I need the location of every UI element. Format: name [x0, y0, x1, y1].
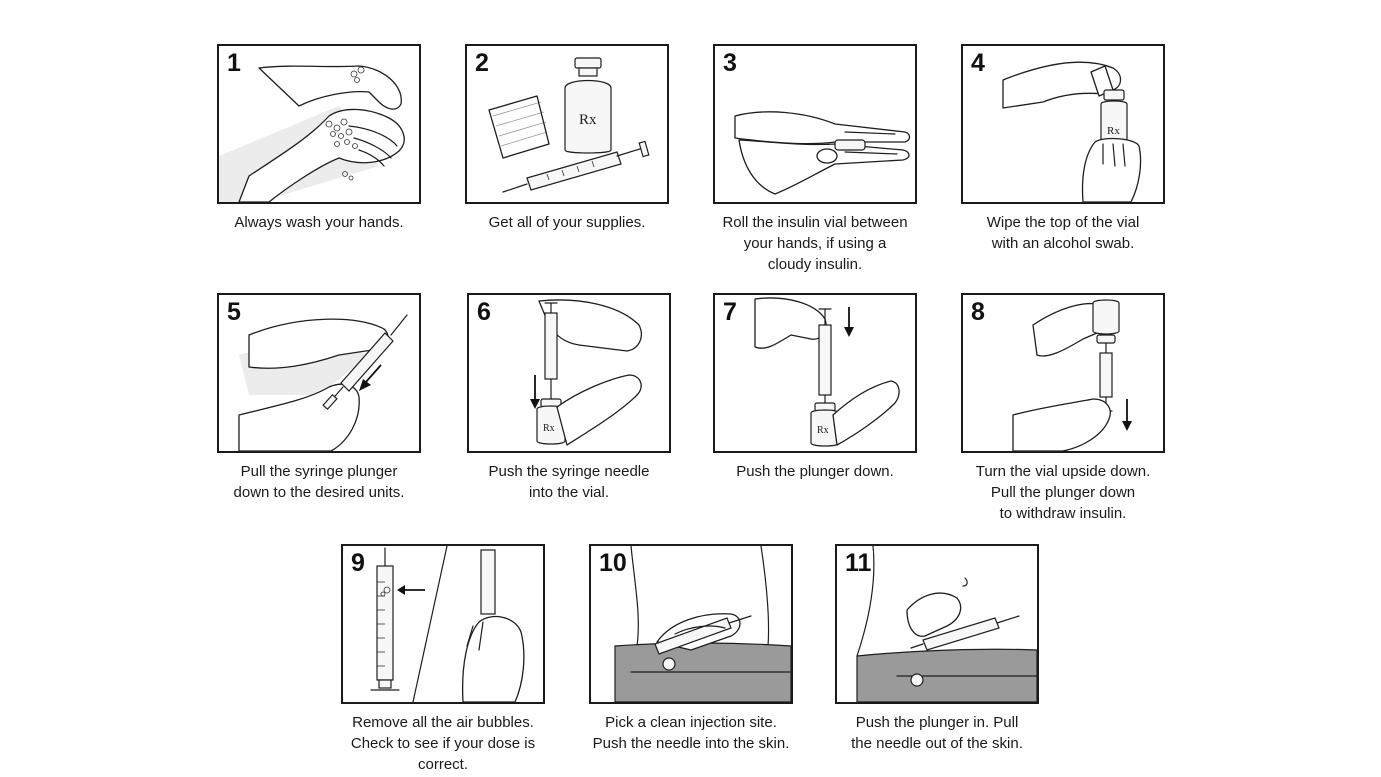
step-number: 10 — [599, 549, 629, 577]
needle-into-vial-icon: Rx — [530, 299, 642, 446]
syringe-icon — [480, 549, 496, 615]
step-number: 11 — [845, 549, 874, 577]
step-caption: Turn the vial upside down. Pull the plun… — [975, 463, 1151, 522]
syringe-icon — [322, 314, 408, 411]
syringe-icon — [370, 547, 400, 691]
step-number: 7 — [723, 298, 739, 326]
step-panel: 1 — [217, 44, 421, 204]
pull-plunger-icon — [238, 314, 408, 451]
wipe-vial-icon: Rx — [1002, 61, 1142, 202]
withdraw-insulin-icon — [1012, 299, 1132, 451]
insulin-vial-icon: Rx — [536, 398, 566, 445]
step-panel: Rx 4 — [961, 44, 1165, 204]
step-number: 3 — [723, 49, 739, 77]
step-caption: Push the plunger down. — [736, 463, 894, 480]
step-panel: 10 — [589, 544, 793, 704]
step-caption: Pick a clean injection site. Push the ne… — [592, 714, 790, 752]
syringe-icon — [818, 308, 832, 408]
step-caption: Roll the insulin vial between your hands… — [722, 214, 908, 273]
vial-label: Rx — [579, 112, 597, 128]
air-bubbles-icon — [370, 546, 525, 702]
step-panel: 11 — [835, 544, 1039, 704]
syringe-icon — [502, 140, 650, 193]
alcohol-swab-icon — [488, 95, 550, 159]
step-panel: Rx 6 — [467, 293, 671, 453]
step-panel: 9 — [341, 544, 545, 704]
supplies-icon: Rx — [488, 57, 650, 193]
step-panel: 5 — [217, 293, 421, 453]
step-number: 4 — [971, 49, 987, 77]
syringe-icon — [544, 302, 558, 400]
step-number: 5 — [227, 298, 243, 326]
insulin-vial-icon — [1092, 299, 1120, 344]
step-number: 2 — [475, 49, 491, 77]
insulin-vial-icon: Rx — [564, 57, 612, 154]
step-panel: Rx 7 — [713, 293, 917, 453]
step-panel: 3 — [713, 44, 917, 204]
syringe-icon — [910, 615, 1020, 651]
vial-label: Rx — [1107, 125, 1120, 137]
step-caption: Remove all the air bubbles. Check to see… — [350, 714, 536, 773]
step-caption: Push the syringe needle into the vial. — [488, 463, 650, 501]
step-number: 9 — [351, 549, 367, 577]
hand-washing-icon — [219, 65, 405, 202]
step-panel: Rx 2 — [465, 44, 669, 204]
push-plunger-icon: Rx — [754, 297, 900, 447]
vial-label: Rx — [817, 425, 829, 436]
step-number: 1 — [227, 49, 243, 77]
step-caption: Get all of your supplies. — [488, 214, 646, 231]
insulin-vial-icon: Rx — [810, 402, 840, 447]
step-caption: Wipe the top of the vial with an alcohol… — [986, 214, 1140, 252]
rolling-vial-icon — [734, 111, 911, 195]
step-panel: 8 — [961, 293, 1165, 453]
step-caption: Always wash your hands. — [234, 214, 404, 231]
injection-site-icon — [614, 546, 791, 702]
step-number: 8 — [971, 298, 987, 326]
inject-icon — [856, 546, 1037, 702]
step-caption: Pull the syringe plunger down to the des… — [233, 463, 405, 501]
vial-label: Rx — [543, 423, 555, 434]
step-number: 6 — [477, 298, 493, 326]
step-caption: Push the plunger in. Pull the needle out… — [851, 714, 1023, 752]
